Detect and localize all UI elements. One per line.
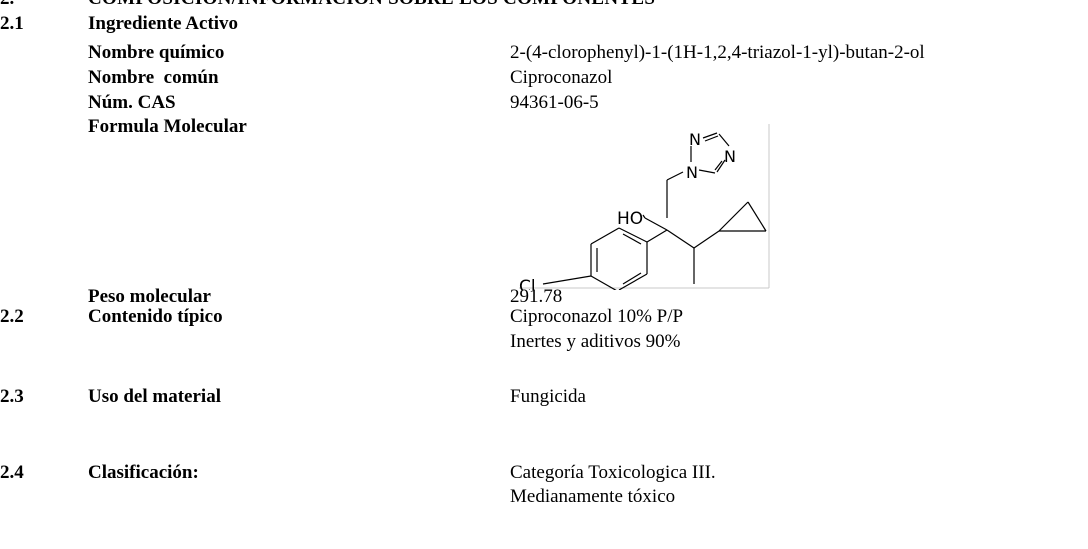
classification-line-1: Categoría Toxicologica III. [510,462,716,483]
molecule-structure-diagram: N N N HO Cl [519,124,770,290]
common-name-label: Nombre común [88,67,219,88]
cas-value: 94361-06-5 [510,92,599,113]
subsection-number-2-4: 2.4 [0,462,24,483]
subsection-title-2-1: Ingrediente Activo [88,13,239,34]
section-number: 2. [0,0,14,10]
classification-label: Clasificación: [88,462,199,483]
classification-line-2: Medianamente tóxico [510,486,676,507]
material-use-label: Uso del material [88,386,221,407]
atom-n-bottom: N [686,163,698,182]
chem-name-value: 2-(4-clorophenyl)-1-(1H-1,2,4-triazol-1-… [510,42,925,63]
subsection-number-2-3: 2.3 [0,386,24,407]
section-title: COMPOSICIÓN/INFORMACIÓN SOBRE LOS COMPON… [88,0,655,10]
weight-value: 291.78 [510,286,563,307]
atom-n-top: N [689,130,701,149]
cas-label: Núm. CAS [88,92,176,113]
subsection-number-2-1: 2.1 [0,13,24,34]
typical-content-label: Contenido típico [88,306,223,327]
atom-n-right: N [724,147,736,166]
atom-cl: Cl [519,277,536,290]
chem-name-label: Nombre químico [88,42,225,63]
material-use-value: Fungicida [510,386,586,407]
atom-ho: HO [617,209,643,229]
formula-label: Formula Molecular [88,116,247,137]
weight-label: Peso molecular [88,286,211,307]
typical-content-line-1: Ciproconazol 10% P/P [510,306,684,327]
typical-content-line-2: Inertes y aditivos 90% [510,331,681,352]
common-name-value: Ciproconazol [510,67,613,88]
subsection-number-2-2: 2.2 [0,306,24,327]
